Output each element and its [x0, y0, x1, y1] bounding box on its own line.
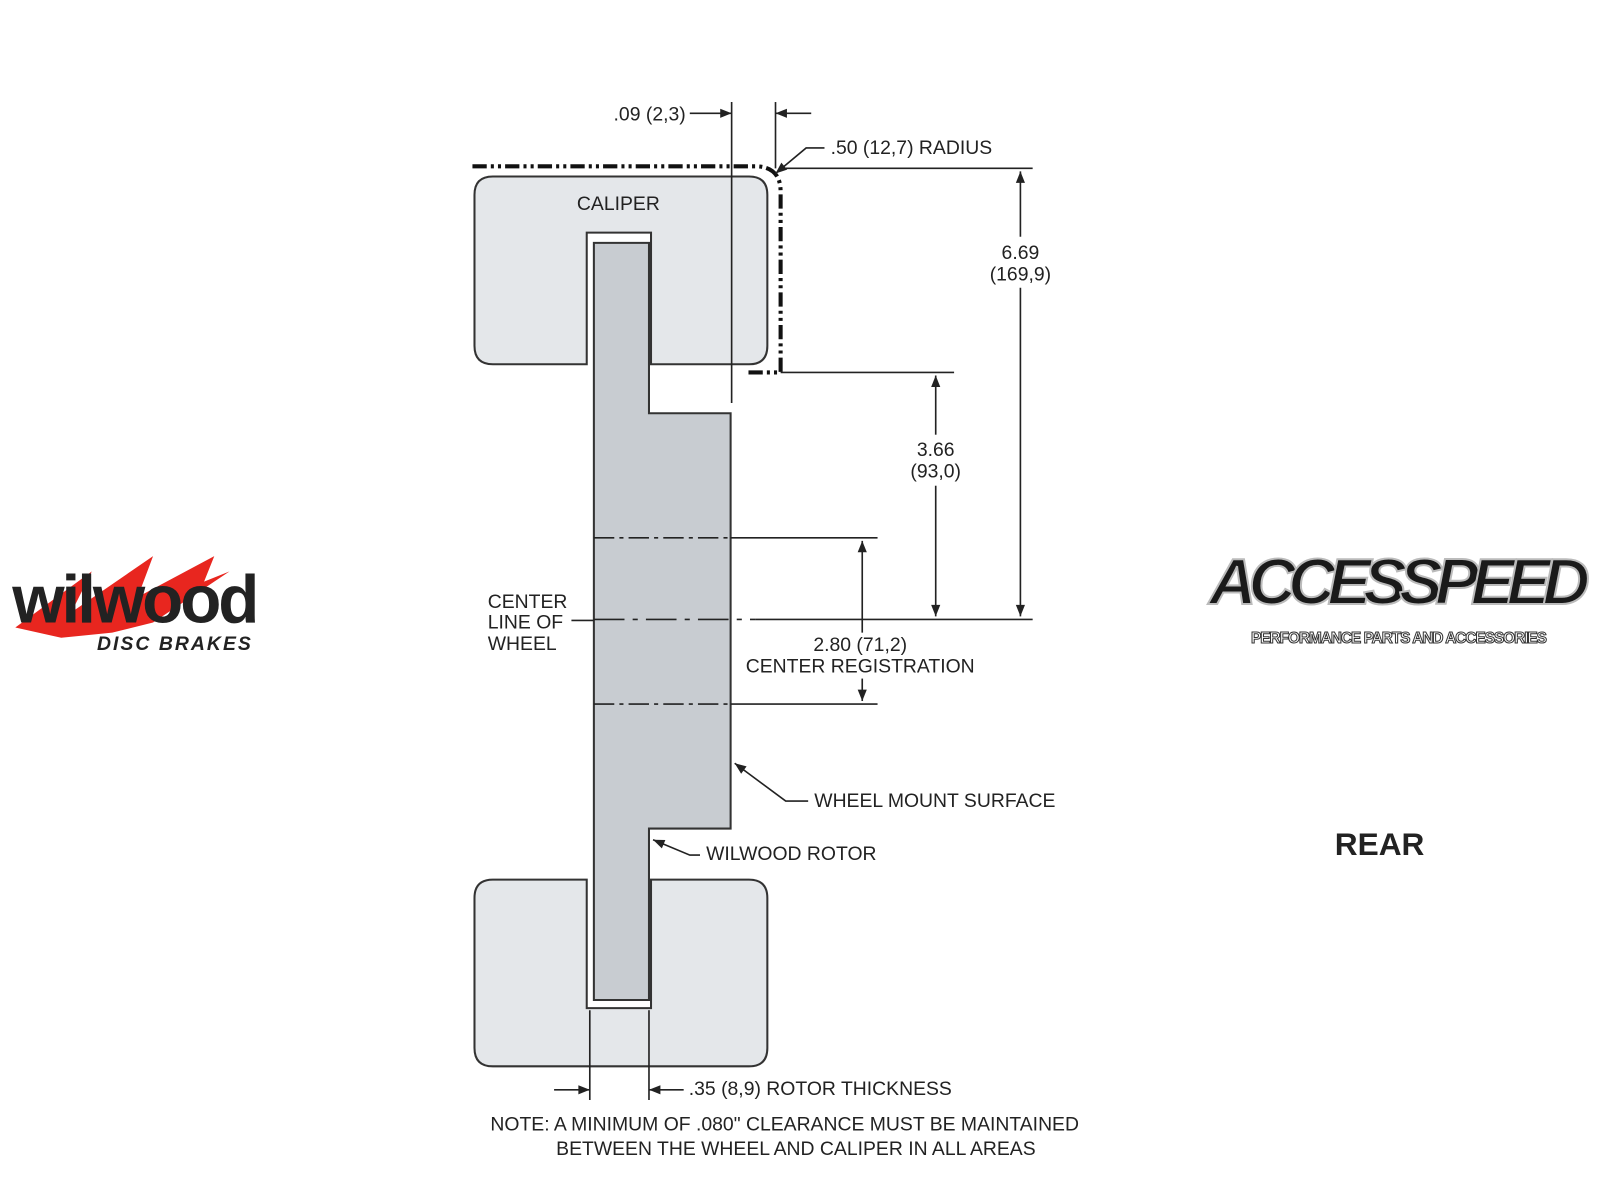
upper-height-value: 3.66	[917, 439, 955, 461]
offset-dimension: .09 (2,3)	[614, 102, 812, 404]
total-height-metric: (169,9)	[990, 264, 1051, 286]
centerline-label-1: CENTER	[488, 591, 568, 613]
center-registration-label: CENTER REGISTRATION	[746, 655, 975, 677]
caliper-top	[473, 175, 769, 366]
accesspeed-wordmark: ACCESSPEED	[1207, 545, 1589, 618]
note-line-1: NOTE: A MINIMUM OF .080" CLEARANCE MUST …	[490, 1114, 1079, 1136]
wheel-mount-label: WHEEL MOUNT SURFACE	[814, 790, 1055, 812]
wilwood-rotor	[592, 241, 732, 1002]
note-line-2: BETWEEN THE WHEEL AND CALIPER IN ALL ARE…	[556, 1138, 1036, 1160]
radius-label: .50 (12,7) RADIUS	[831, 137, 993, 159]
position-label: REAR	[1335, 826, 1425, 862]
accesspeed-logo: ACCESSPEED PERFORMANCE PARTS AND ACCESSO…	[1206, 544, 1591, 647]
offset-label: .09 (2,3)	[614, 103, 686, 125]
upper-height-metric: (93,0)	[910, 461, 961, 483]
wilwood-subtitle: DISC BRAKES	[97, 633, 253, 655]
accesspeed-subtitle: PERFORMANCE PARTS AND ACCESSORIES	[1251, 630, 1547, 647]
center-registration-value: 2.80 (71,2)	[813, 634, 907, 656]
clearance-envelope	[472, 164, 783, 375]
wilwood-wordmark: wilwood	[11, 562, 256, 637]
rotor-leader	[652, 839, 700, 856]
radius-leader	[774, 147, 825, 175]
total-height-value: 6.69	[1002, 242, 1040, 264]
caliper-label: CALIPER	[577, 193, 660, 215]
centerline-label-3: WHEEL	[488, 633, 557, 655]
wheel-mount-leader	[734, 762, 809, 802]
rotor-label: WILWOOD ROTOR	[706, 843, 876, 865]
caliper-bottom	[473, 878, 769, 1068]
rotor-thickness-label: .35 (8,9) ROTOR THICKNESS	[689, 1078, 952, 1100]
centerline-label-2: LINE OF	[488, 612, 564, 634]
wilwood-logo: wilwood DISC BRAKES	[11, 556, 259, 655]
